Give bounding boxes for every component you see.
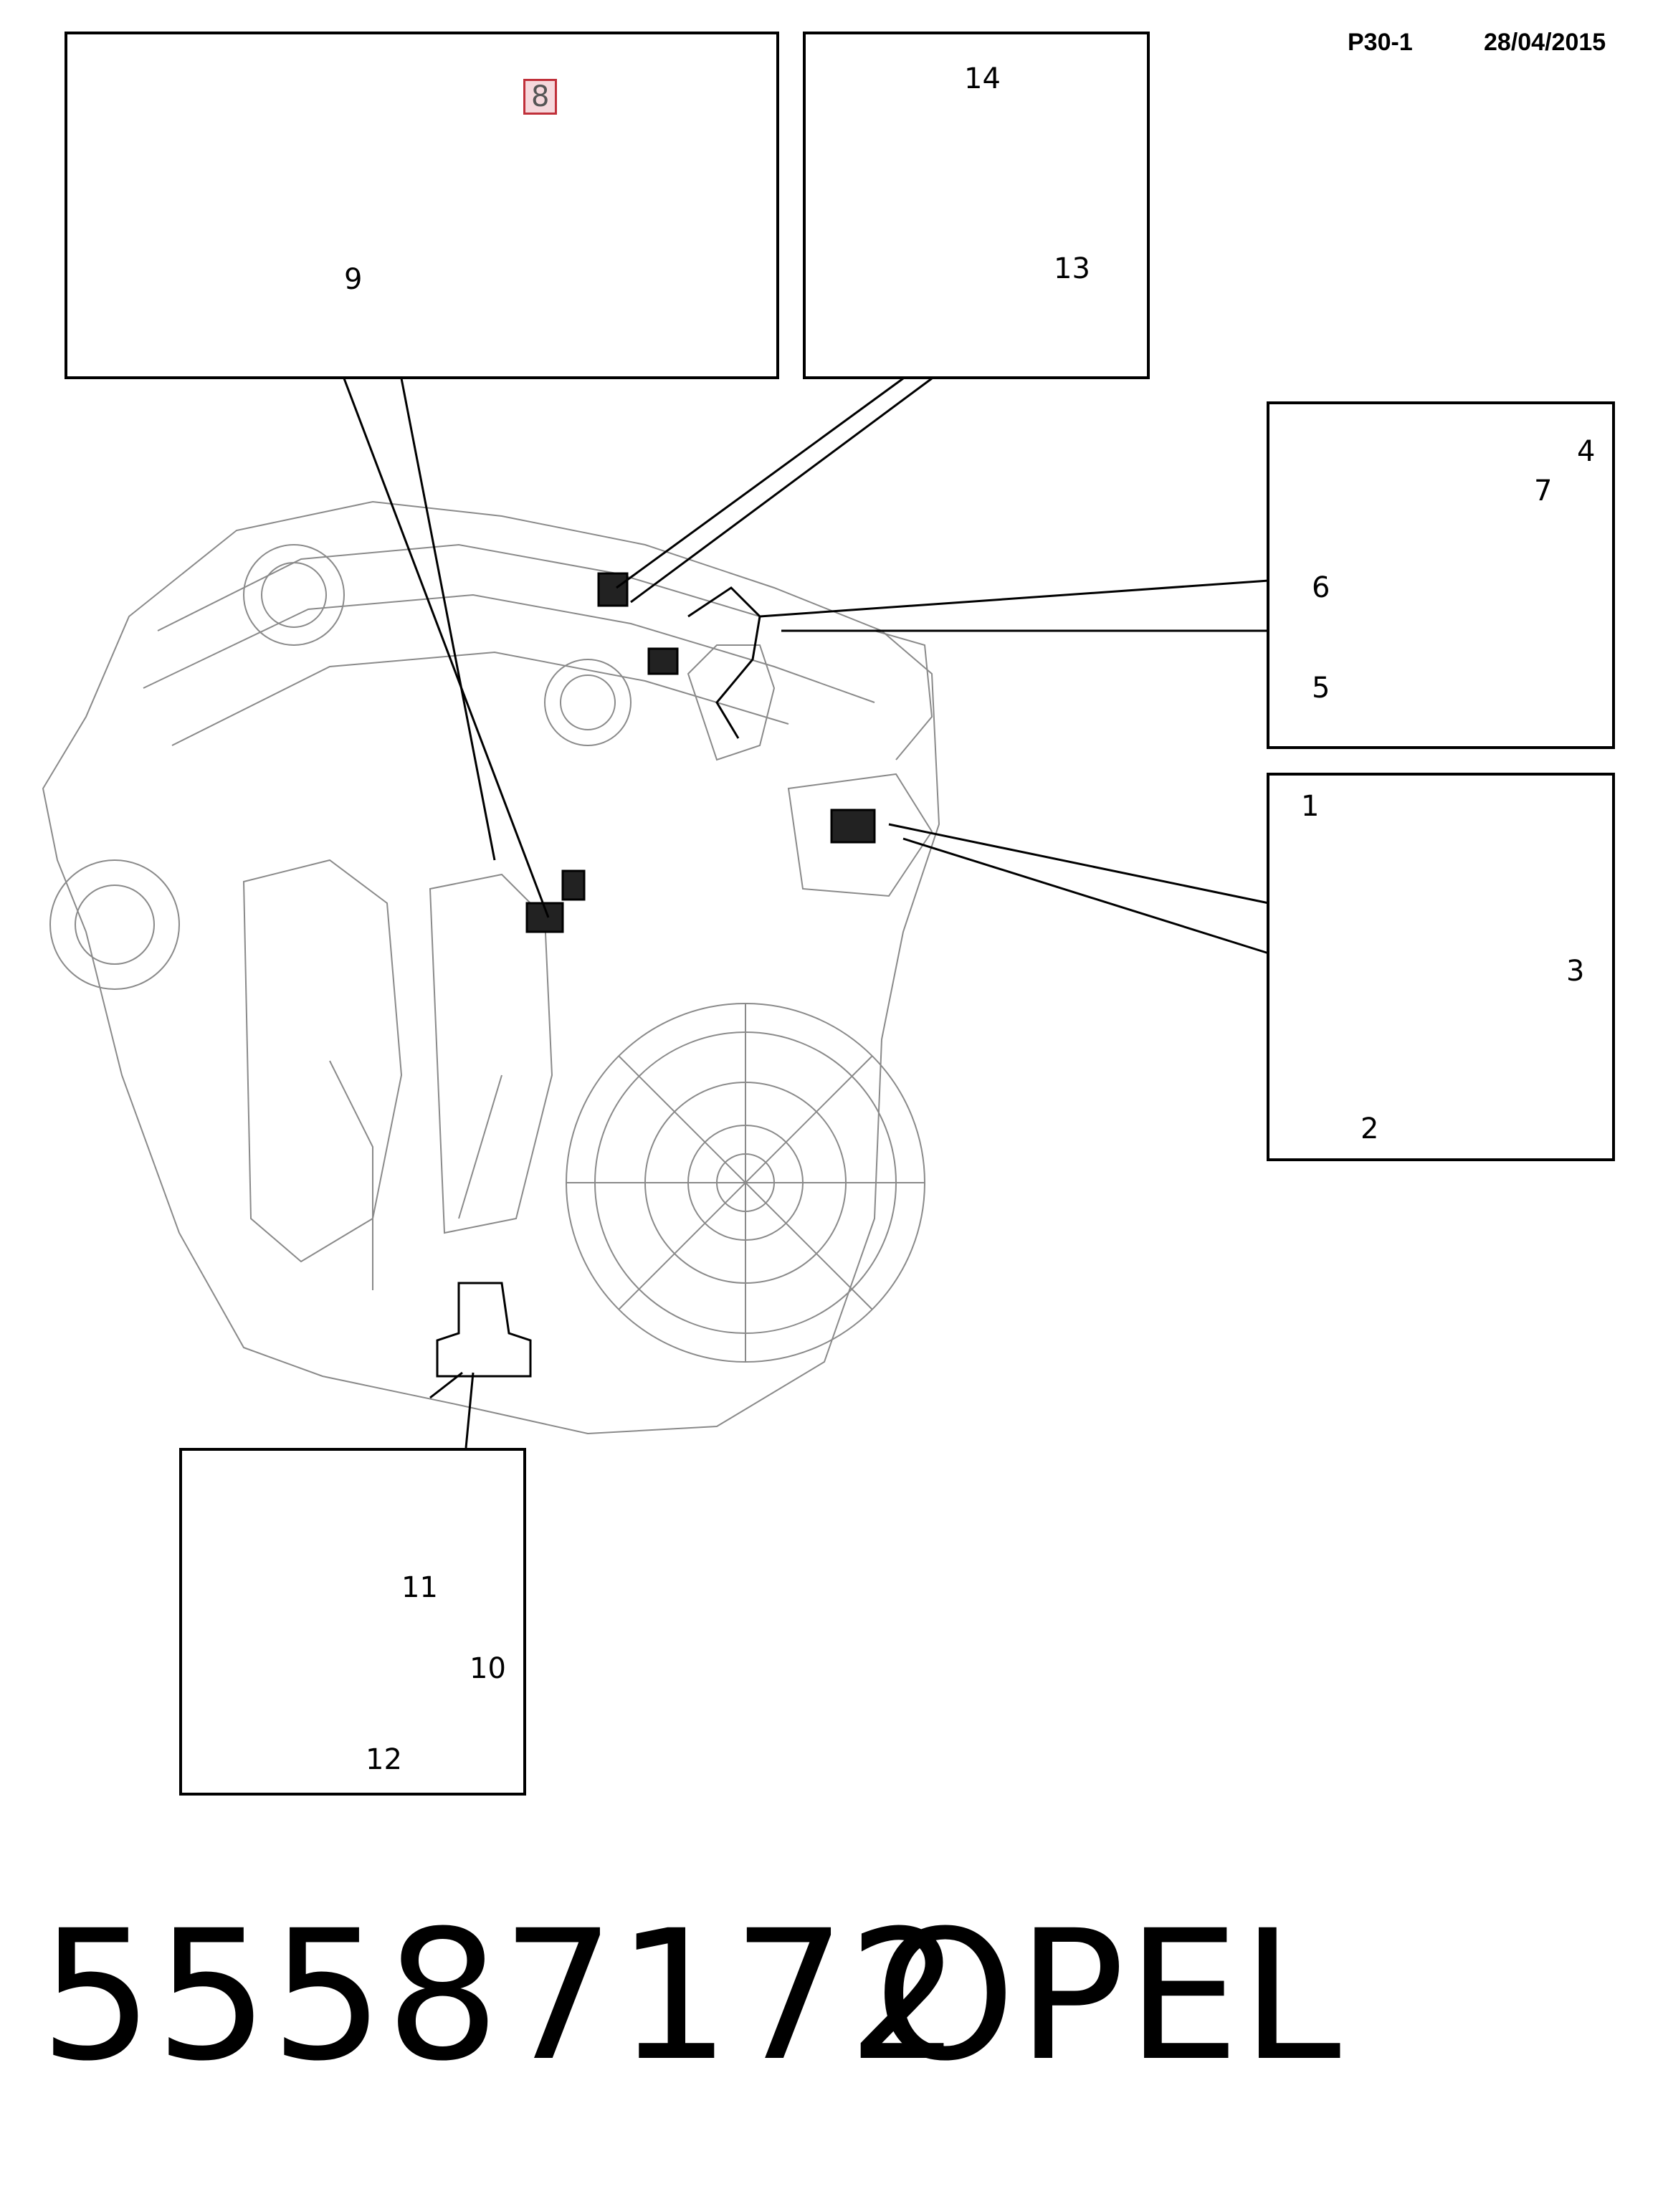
callout-14[interactable]: 14	[964, 62, 1001, 95]
diagram-date: 28/04/2015	[1484, 29, 1606, 56]
detail-frame-map-sensor	[803, 32, 1150, 379]
callout-9[interactable]: 9	[344, 263, 363, 296]
callout-1[interactable]: 1	[1301, 790, 1320, 823]
brand-name: OPEL	[875, 1892, 1343, 2100]
callout-8[interactable]: 8	[523, 79, 558, 115]
callout-4[interactable]: 4	[1577, 435, 1596, 468]
callout-7[interactable]: 7	[1534, 475, 1553, 507]
engine-illustration	[42, 500, 940, 1435]
detail-frame-oil-level-sensor	[179, 1448, 526, 1796]
callout-11[interactable]: 11	[401, 1571, 438, 1604]
detail-frame-pressure-sensor	[1267, 773, 1615, 1161]
detail-frame-oil-switches	[65, 32, 779, 379]
callout-13[interactable]: 13	[1054, 252, 1090, 285]
detail-frame-wiring-bracket	[1267, 401, 1615, 749]
callout-2[interactable]: 2	[1361, 1112, 1379, 1145]
callout-12[interactable]: 12	[366, 1743, 402, 1776]
callout-3[interactable]: 3	[1566, 955, 1585, 988]
callout-5[interactable]: 5	[1312, 672, 1330, 705]
engine-sensor-13	[597, 572, 629, 607]
callout-6[interactable]: 6	[1312, 571, 1330, 604]
page-reference: P30-1	[1348, 29, 1413, 56]
callout-10[interactable]: 10	[470, 1652, 506, 1685]
part-number: 55587172	[39, 1892, 963, 2100]
